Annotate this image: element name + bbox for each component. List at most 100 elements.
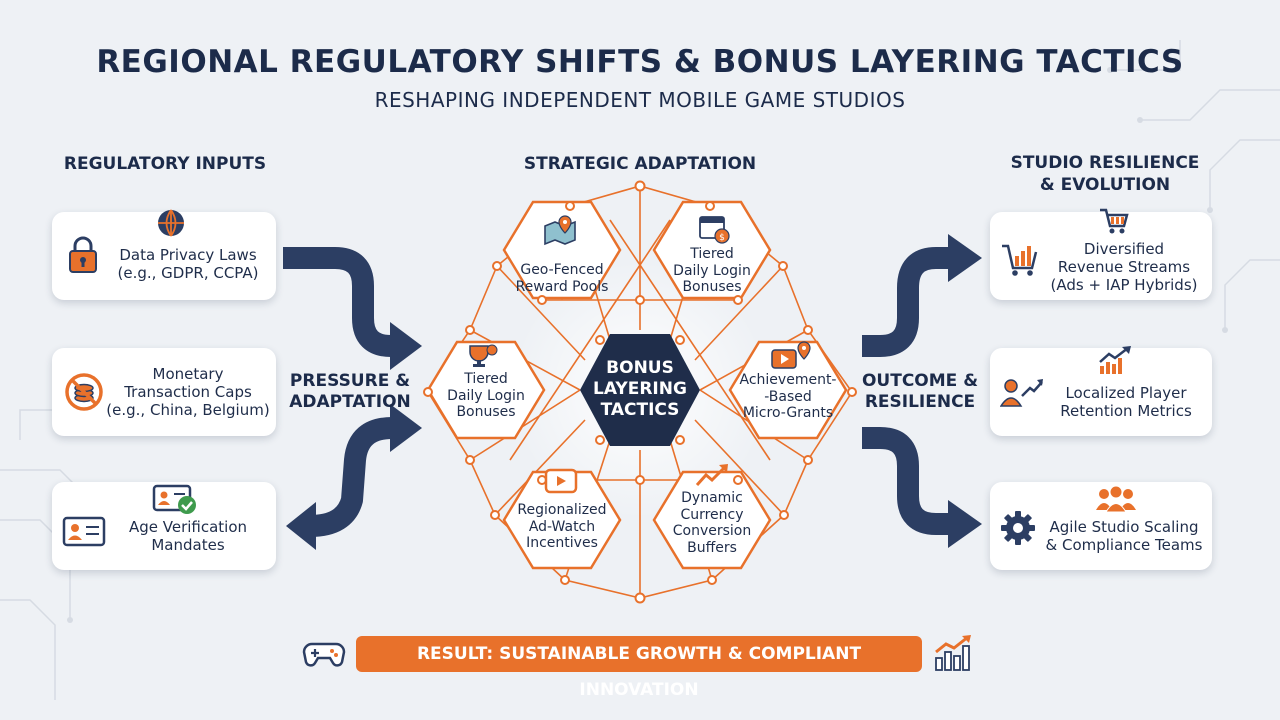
center-line: TACTICS xyxy=(600,400,680,420)
user-growth-icon xyxy=(1000,379,1043,407)
arrow-in-bottom xyxy=(309,417,393,537)
right-heading-line: & EVOLUTION xyxy=(1039,175,1171,195)
hex-node-achievement-grants[interactable]: Achievement- -Based Micro-Grants xyxy=(730,372,846,422)
node-line: Achievement- xyxy=(739,372,837,388)
hex-node-dynamic-shape xyxy=(652,470,772,570)
calendar-coin-icon: $ xyxy=(699,216,730,244)
right-card-text: Agile Studio Scaling & Compliance Teams xyxy=(1040,518,1208,554)
card-line: (e.g., China, Belgium) xyxy=(106,401,270,419)
label-line: PRESSURE & xyxy=(289,371,411,391)
right-card-text: Diversified Revenue Streams (Ads + IAP H… xyxy=(1040,240,1208,294)
card-line: Transaction Caps xyxy=(124,383,252,401)
center-line: LAYERING xyxy=(593,379,687,399)
node-line: Bonuses xyxy=(682,279,742,295)
hex-node-tiered-left-shape xyxy=(426,340,546,440)
card-line: Revenue Streams xyxy=(1057,258,1191,276)
arrow-out-top xyxy=(862,247,950,357)
hex-node-dynamic-currency[interactable]: Dynamic Currency Conversion Buffers xyxy=(654,490,770,556)
node-line: -Based xyxy=(764,388,812,405)
node-line: Regionalized xyxy=(517,502,607,518)
card-line: (Ads + IAP Hybrids) xyxy=(1050,276,1198,294)
node-line: Geo-Fenced xyxy=(520,262,604,278)
hex-node-tiered-top-shape xyxy=(652,200,772,300)
gear-icon xyxy=(1001,511,1035,545)
team-icon xyxy=(1096,486,1136,513)
label-line: ADAPTATION xyxy=(289,392,411,412)
arrowhead xyxy=(390,404,422,452)
card-line: Agile Studio Scaling xyxy=(1049,518,1199,536)
arrowhead xyxy=(948,234,982,282)
lock-icon xyxy=(69,236,97,273)
bar-chart-growth-icon xyxy=(935,635,971,671)
globe-icon xyxy=(158,209,184,237)
node-line: Buffers xyxy=(687,539,737,556)
center-hex-shape xyxy=(580,334,700,446)
node-line: Reward Pools xyxy=(515,278,609,295)
center-hex-bonus-layering[interactable]: BONUS LAYERING TACTICS xyxy=(580,358,700,421)
right-heading-line: STUDIO RESILIENCE xyxy=(1010,153,1200,173)
node-line: Incentives xyxy=(526,535,598,551)
right-card-text: Localized Player Retention Metrics xyxy=(1044,384,1208,420)
node-line: Daily Login xyxy=(447,387,525,404)
node-line: Tiered xyxy=(690,246,734,262)
left-card-text: Monetary Transaction Caps (e.g., China, … xyxy=(104,365,272,419)
left-card-transaction-caps[interactable]: Monetary Transaction Caps (e.g., China, … xyxy=(52,348,276,436)
card-line: Mandates xyxy=(151,536,225,554)
trend-up-icon xyxy=(695,464,728,487)
card-line: Diversified xyxy=(1083,240,1165,258)
left-card-data-privacy[interactable]: Data Privacy Laws (e.g., GDPR, CCPA) xyxy=(52,209,276,300)
card-line: Data Privacy Laws xyxy=(119,246,257,264)
node-line: Ad-Watch xyxy=(528,518,596,535)
label-line: RESILIENCE xyxy=(864,392,976,412)
play-button-icon xyxy=(544,468,578,494)
center-line: BONUS xyxy=(606,358,674,378)
hex-node-tiered-login-top[interactable]: Tiered Daily Login Bonuses xyxy=(654,246,770,296)
card-line: Localized Player xyxy=(1065,384,1187,402)
trophy-coin-icon xyxy=(469,344,498,367)
page-subtitle: RESHAPING INDEPENDENT MOBILE GAME STUDIO… xyxy=(374,88,906,112)
hex-node-tiered-login-left[interactable]: Tiered Daily Login Bonuses xyxy=(428,371,544,421)
pressure-adaptation-label: PRESSURE & ADAPTATION xyxy=(282,371,418,413)
cart-chart-icon xyxy=(1002,244,1038,276)
hex-node-geo-fenced[interactable]: Geo-Fenced Reward Pools xyxy=(504,262,620,295)
map-pin-icon xyxy=(544,215,576,246)
right-card-revenue-streams[interactable]: Diversified Revenue Streams (Ads + IAP H… xyxy=(990,208,1212,300)
node-line: Conversion xyxy=(672,523,752,539)
arrowhead xyxy=(286,502,316,550)
node-line: Micro-Grants xyxy=(742,405,834,421)
arrow-in-top xyxy=(283,247,402,357)
middle-column-heading: STRATEGIC ADAPTATION xyxy=(523,154,757,174)
left-column-heading: REGULATORY INPUTS xyxy=(63,154,267,174)
card-line: Retention Metrics xyxy=(1060,402,1192,420)
page-title: REGIONAL REGULATORY SHIFTS & BONUS LAYER… xyxy=(96,44,1184,80)
id-card-icon xyxy=(62,516,106,547)
card-line: (e.g., GDPR, CCPA) xyxy=(117,264,259,282)
hex-node-geo-fenced-shape xyxy=(502,200,622,300)
node-line: Tiered xyxy=(464,371,508,387)
left-card-age-verification[interactable]: Age Verification Mandates xyxy=(52,482,276,570)
right-column-heading: STUDIO RESILIENCE & EVOLUTION xyxy=(990,152,1220,196)
right-card-agile-scaling[interactable]: Agile Studio Scaling & Compliance Teams xyxy=(990,482,1212,570)
gamepad-icon xyxy=(302,642,346,667)
card-line: Age Verification xyxy=(128,518,248,536)
arrowhead xyxy=(390,322,422,370)
arrowhead xyxy=(948,500,982,548)
node-line: Currency xyxy=(680,506,744,523)
label-line: OUTCOME & xyxy=(861,371,979,391)
right-card-retention-metrics[interactable]: Localized Player Retention Metrics xyxy=(990,346,1212,436)
result-banner: RESULT: SUSTAINABLE GROWTH & COMPLIANT I… xyxy=(356,636,922,700)
no-coins-icon xyxy=(65,373,103,411)
arrow-out-bottom xyxy=(862,427,950,535)
hex-node-regionalized-ads[interactable]: Regionalized Ad-Watch Incentives xyxy=(504,502,620,552)
svg-text:$: $ xyxy=(719,233,725,243)
node-line: Dynamic xyxy=(681,490,743,506)
card-line: Monetary xyxy=(152,365,224,383)
node-line: Daily Login xyxy=(673,262,751,279)
hex-node-achievement-shape xyxy=(728,340,848,440)
node-line: Bonuses xyxy=(456,404,516,420)
left-card-text: Age Verification Mandates xyxy=(104,518,272,554)
cart-icon xyxy=(1100,208,1129,234)
outcome-resilience-label: OUTCOME & RESILIENCE xyxy=(856,371,984,413)
